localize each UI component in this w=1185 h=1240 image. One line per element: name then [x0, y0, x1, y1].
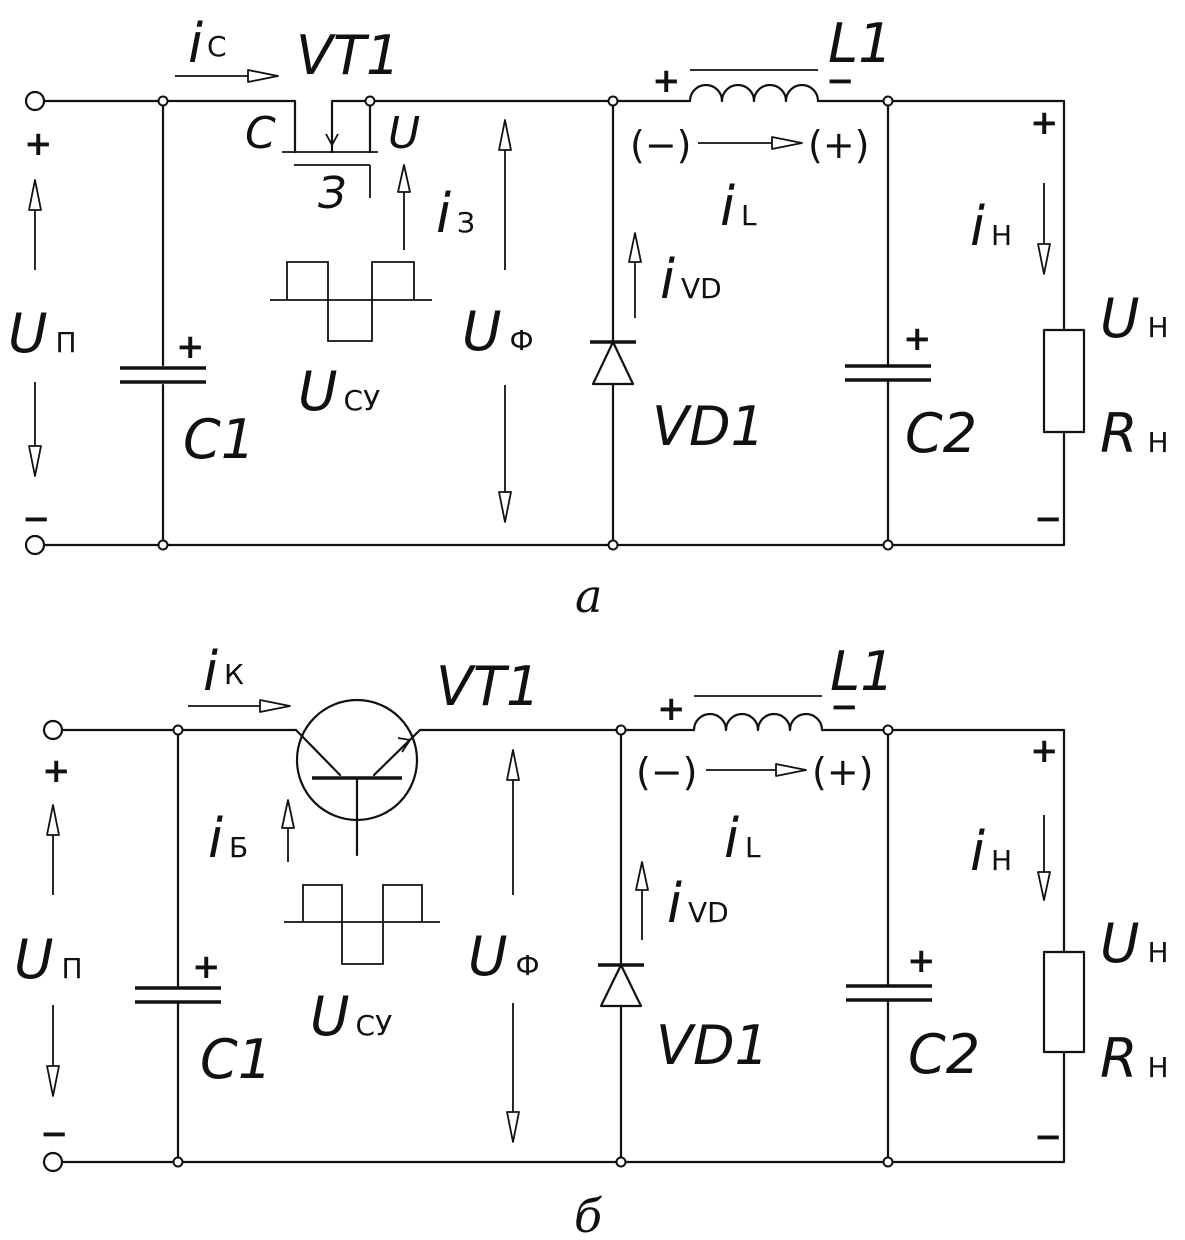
b-inductor-l1: [692, 695, 824, 732]
b-input-terminal-bottom: [42, 1151, 64, 1173]
b-sign-input-plus: +: [42, 751, 71, 791]
a-diode-vd1: [590, 99, 636, 547]
b-control-waveform: [284, 884, 440, 965]
a-arrow-up: [28, 179, 42, 477]
a-arrow-ic: [175, 69, 279, 83]
b-junctions: [172, 724, 894, 1168]
a-capacitor-c1: [120, 99, 206, 547]
b-label-vd1: VD1: [656, 1014, 769, 1077]
b-capacitor-c2: [846, 728, 932, 1164]
a-sign-l1-plus: +: [652, 61, 681, 101]
b-arrow-ivd: [635, 861, 649, 940]
a-control-waveform: [270, 261, 432, 342]
b-arrow-up: [46, 804, 60, 1097]
b-label-c2: C2: [908, 1023, 980, 1086]
a-sign-c1-plus: +: [176, 327, 205, 367]
b-top-rail-right: [820, 728, 1066, 954]
b-arrow-il: [706, 763, 807, 777]
a-label-c-terminal: C: [245, 108, 276, 159]
b-load-resistor: [1042, 950, 1086, 1054]
b-sign-l1-plus: +: [657, 689, 686, 729]
b-capacitor-c1: [135, 728, 221, 1164]
b-sign-load-minus: −: [1034, 1117, 1063, 1157]
a-caption: а: [575, 569, 602, 623]
a-label-z-terminal: З: [318, 168, 346, 219]
b-label-vt1: VT1: [436, 655, 540, 718]
a-input-terminal-top: [24, 90, 46, 112]
a-arrow-in: [1037, 183, 1051, 275]
a-sign-l1-minus: −: [826, 61, 855, 101]
a-capacitor-c2: [845, 99, 931, 547]
a-arrow-il: [698, 136, 803, 150]
b-caption: б: [574, 1189, 603, 1240]
b-arrow-ik: [188, 699, 291, 713]
b-sign-l-left: (−): [636, 750, 698, 794]
a-input-terminal-bottom: [24, 534, 46, 556]
b-arrow-ib: [281, 799, 295, 862]
panel-b: iК VT1 L1 iБ iL iVD iН UП UФ UСУ UН RН C…: [14, 640, 1169, 1240]
a-label-c1: C1: [183, 408, 255, 471]
a-label-vd1: VD1: [652, 395, 765, 458]
a-sign-load-minus: −: [1034, 499, 1063, 539]
b-sign-load-plus: +: [1030, 731, 1059, 771]
b-transistor-vt1: [294, 698, 422, 857]
a-top-rail-right: [816, 99, 1066, 332]
b-label-c1: C1: [200, 1028, 272, 1091]
a-sign-c2-plus: +: [903, 319, 932, 359]
a-sign-load-plus: +: [1030, 103, 1059, 143]
a-junctions: [157, 95, 894, 551]
b-diode-vd1: [598, 728, 644, 1164]
panel-a: iC VT1 L1 C U З iЗ iL iVD iН UП UФ UСУ U…: [8, 12, 1169, 623]
a-label-vt1: VT1: [296, 24, 400, 87]
b-arrow-in: [1037, 815, 1051, 901]
a-load-resistor: [1042, 328, 1086, 434]
a-mosfet-vt1: [282, 99, 378, 198]
b-sign-l-right: (+): [812, 750, 874, 794]
a-arrow-ivd: [628, 232, 642, 318]
a-arrow-iz: [397, 164, 411, 250]
a-sign-input-plus: +: [24, 124, 53, 164]
a-sign-l-right: (+): [808, 123, 870, 167]
b-sign-c2-plus: +: [907, 941, 936, 981]
b-bottom-rail: [60, 1050, 1066, 1164]
a-top-rail-left: [42, 99, 297, 154]
b-sign-input-minus: −: [40, 1114, 69, 1154]
b-input-terminal-top: [42, 719, 64, 741]
a-inductor-l1: [688, 69, 820, 103]
a-arrow-uf: [498, 119, 512, 523]
a-sign-input-minus: −: [22, 499, 51, 539]
a-bottom-rail: [42, 430, 1066, 547]
b-sign-c1-plus: +: [192, 947, 221, 987]
a-label-u-terminal: U: [388, 108, 420, 159]
b-sign-l1-minus: −: [830, 687, 859, 727]
a-sign-l-left: (−): [630, 123, 692, 167]
b-arrow-uf: [506, 749, 520, 1143]
b-label-l1: L1: [830, 640, 894, 703]
a-label-l1: L1: [828, 12, 892, 75]
a-label-c2: C2: [905, 402, 977, 465]
